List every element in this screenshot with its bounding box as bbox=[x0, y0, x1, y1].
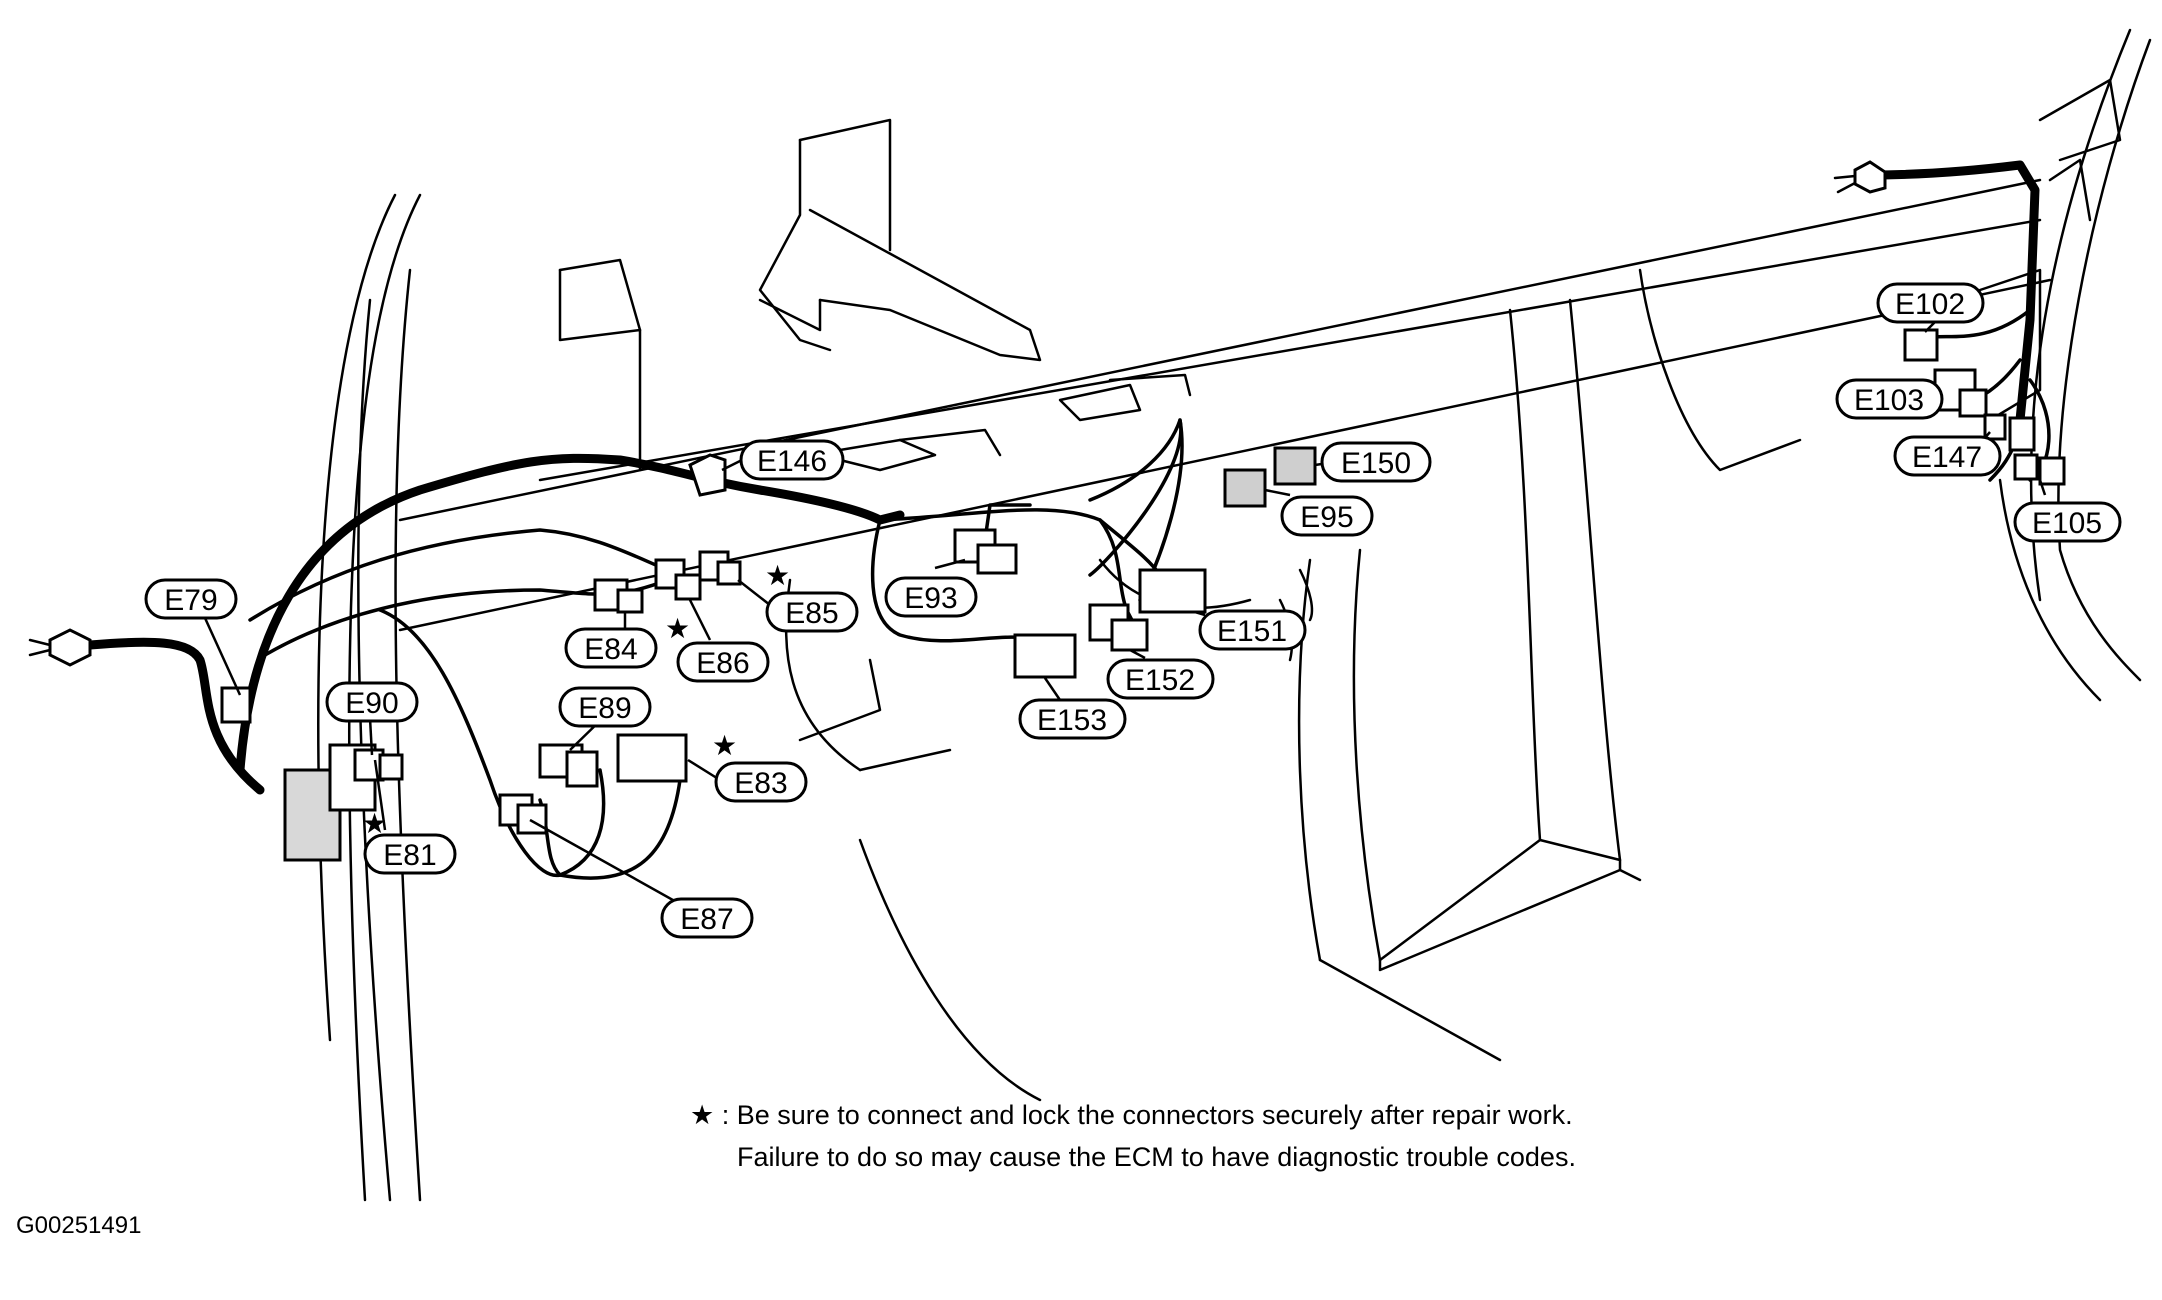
repair-note: ★ : Be sure to connect and lock the conn… bbox=[690, 1094, 1576, 1178]
callout-e152: E152 bbox=[1106, 658, 1215, 700]
callout-e151: E151 bbox=[1198, 609, 1307, 651]
connector-e95-shape bbox=[1223, 468, 1267, 508]
label-e84: E84 bbox=[584, 633, 637, 666]
connector-e151-shape bbox=[1138, 568, 1207, 614]
label-e153: E153 bbox=[1037, 704, 1107, 737]
callout-e150: E150 bbox=[1320, 441, 1432, 483]
right-grommet-icon bbox=[1853, 160, 1887, 194]
label-e79: E79 bbox=[164, 584, 217, 617]
main-harness bbox=[85, 160, 2040, 795]
label-e150: E150 bbox=[1341, 447, 1411, 480]
callout-e95: E95 bbox=[1280, 495, 1374, 537]
label-e103: E103 bbox=[1854, 384, 1924, 417]
callout-e153: E153 bbox=[1018, 698, 1127, 740]
figure-id: G00251491 bbox=[16, 1212, 142, 1239]
callout-e79: E79 bbox=[144, 578, 238, 620]
callout-e81: ★ E81 bbox=[362, 807, 457, 875]
label-e151: E151 bbox=[1217, 615, 1287, 648]
callout-e147: E147 bbox=[1893, 435, 2002, 477]
callout-e89: E89 bbox=[558, 686, 652, 728]
label-e146: E146 bbox=[757, 445, 827, 478]
callout-e84: E84 bbox=[564, 627, 658, 669]
label-e102: E102 bbox=[1895, 288, 1965, 321]
callout-e93: E93 bbox=[884, 576, 978, 618]
label-e89: E89 bbox=[578, 692, 631, 725]
label-e147: E147 bbox=[1912, 441, 1982, 474]
label-e93: E93 bbox=[904, 582, 957, 615]
star-icon: ★ bbox=[765, 559, 790, 592]
callout-e86: ★ E86 bbox=[665, 612, 770, 683]
repair-note-line-1: ★ : Be sure to connect and lock the conn… bbox=[690, 1100, 1573, 1130]
callout-e146: E146 bbox=[739, 439, 845, 481]
branch-wires bbox=[248, 308, 2051, 880]
label-e152: E152 bbox=[1125, 664, 1195, 697]
label-e81: E81 bbox=[383, 839, 436, 872]
star-icon: ★ bbox=[665, 612, 690, 645]
connector-e150-shape bbox=[1273, 446, 1317, 486]
callout-e83: ★ E83 bbox=[712, 729, 808, 803]
label-e95: E95 bbox=[1300, 501, 1353, 534]
connector-e102-shape bbox=[1903, 328, 1939, 362]
label-e85: E85 bbox=[785, 597, 838, 630]
label-e83: E83 bbox=[734, 767, 787, 800]
callout-e103: E103 bbox=[1835, 378, 1944, 420]
label-e86: E86 bbox=[696, 647, 749, 680]
callout-e85: ★ E85 bbox=[765, 559, 859, 633]
connector-e83-shape bbox=[616, 733, 688, 783]
label-e105: E105 bbox=[2032, 507, 2102, 540]
callout-e87: E87 bbox=[660, 897, 754, 939]
label-e87: E87 bbox=[680, 903, 733, 936]
label-e90: E90 bbox=[345, 687, 398, 720]
left-grommet-icon bbox=[48, 628, 92, 667]
repair-note-line-2: Failure to do so may cause the ECM to ha… bbox=[737, 1142, 1576, 1172]
callout-e90: E90 bbox=[325, 681, 419, 723]
connector-e79-shape bbox=[220, 686, 252, 724]
callout-e102: E102 bbox=[1876, 282, 1985, 324]
connector-shapes bbox=[28, 160, 2066, 862]
vehicle-body-structure bbox=[317, 28, 2152, 1202]
connector-e146-shape bbox=[688, 453, 727, 497]
callout-e105: E105 bbox=[2013, 501, 2122, 543]
star-icon: ★ bbox=[712, 729, 737, 762]
connector-e153-shape bbox=[1013, 633, 1077, 679]
connector-e105-shape bbox=[2013, 453, 2039, 481]
